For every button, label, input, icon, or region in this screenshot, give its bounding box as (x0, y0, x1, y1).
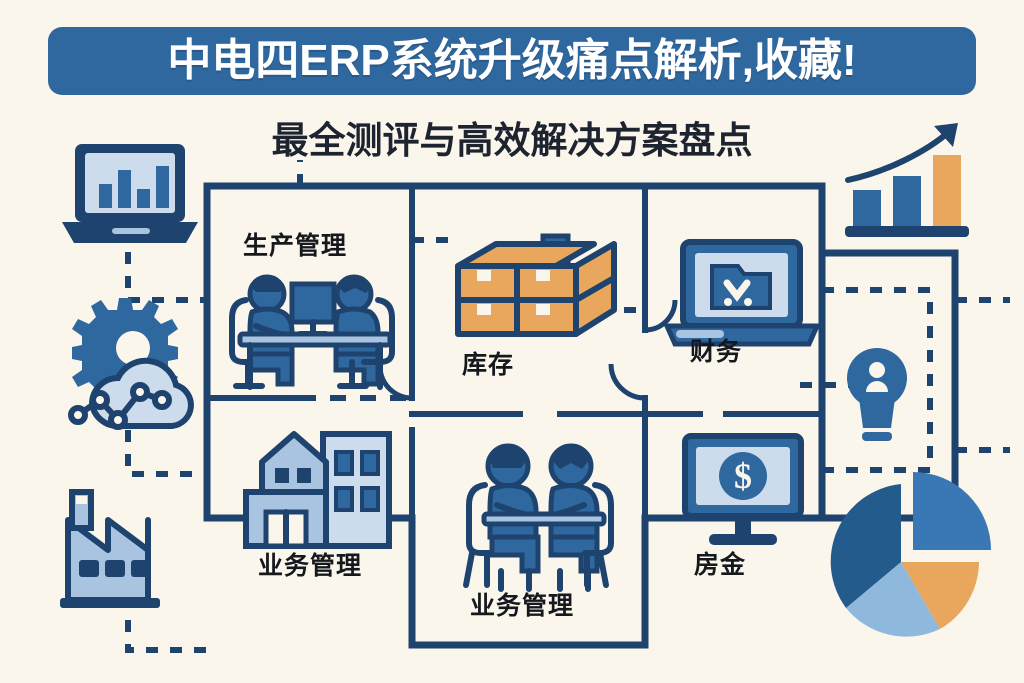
two-people-meeting-icon (463, 443, 614, 592)
room-label-business-left: 业务管理 (258, 552, 363, 580)
interior-walls (204, 183, 825, 648)
room-label-finance: 财务 (690, 338, 743, 366)
title-banner: 中电四ERP系统升级痛点解析,收藏! (48, 27, 976, 95)
room-label-production: 生产管理 (243, 232, 348, 260)
two-people-at-desk-icon (229, 274, 395, 390)
factory-icon (60, 489, 160, 608)
lightbulb-person-icon (847, 348, 907, 441)
office-building-icon (243, 431, 392, 549)
growth-bar-chart-icon (845, 123, 969, 237)
laptop-folder-icon (663, 239, 821, 347)
room-label-funds: 房金 (694, 551, 747, 579)
pie-chart-icon (830, 472, 991, 637)
stacked-boxes-icon (455, 233, 617, 337)
laptop-bar-chart-icon (62, 144, 198, 243)
gear-cloud-network-icon (68, 298, 194, 430)
room-label-business-mid: 业务管理 (470, 592, 575, 620)
subtitle-text: 最全测评与高效解决方案盘点 (271, 120, 753, 161)
room-label-inventory: 库存 (462, 351, 515, 379)
svg-text:$: $ (734, 456, 752, 496)
monitor-dollar-icon: $ (682, 433, 804, 545)
banner-title-text: 中电四ERP系统升级痛点解析,收藏! (167, 36, 857, 85)
